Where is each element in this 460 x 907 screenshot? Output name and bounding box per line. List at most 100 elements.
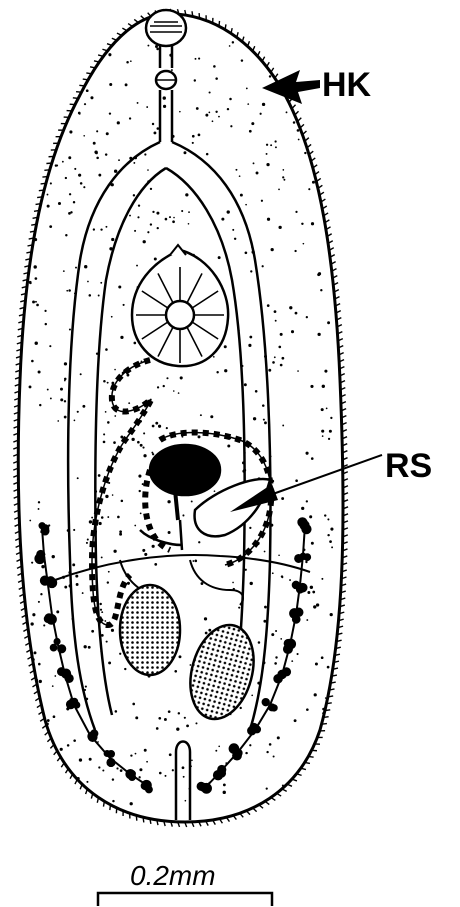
stipple-dot (313, 605, 316, 608)
stipple-dot (64, 378, 67, 381)
stipple-dot (310, 586, 313, 589)
spine (33, 217, 38, 218)
stipple-dot (150, 223, 152, 225)
stipple-dot (73, 201, 75, 203)
stipple-dot (74, 420, 76, 422)
stipple-dot (168, 710, 171, 713)
stipple-dot (321, 656, 324, 659)
stipple-dot (69, 193, 71, 195)
stipple-dot (134, 525, 136, 527)
stipple-dot (130, 60, 132, 62)
stipple-dot (154, 563, 157, 566)
stipple-dot (281, 575, 283, 577)
stipple-dot (98, 474, 101, 477)
stipple-dot (294, 250, 296, 252)
stipple-dot (47, 389, 49, 391)
stipple-dot (77, 777, 80, 780)
excretory-vesicle (176, 742, 190, 821)
stipple-dot (245, 251, 248, 254)
stipple-dot (49, 225, 52, 228)
stipple-dot (208, 629, 211, 632)
stipple-dot (32, 658, 35, 661)
spine (192, 11, 193, 16)
stipple-dot (173, 390, 175, 392)
stipple-dot (152, 545, 155, 548)
stipple-dot (34, 265, 37, 268)
stipple-dot (330, 528, 333, 531)
spine (42, 177, 47, 178)
stipple-dot (38, 663, 41, 666)
stipple-dot (185, 193, 188, 196)
rs-label: RS (385, 447, 432, 485)
stipple-dot (96, 157, 99, 160)
vitelline-follicle (45, 616, 51, 622)
vitelline-follicle (248, 727, 255, 734)
stipple-dot (315, 663, 318, 666)
spine (292, 779, 297, 781)
stipple-dot (330, 417, 332, 419)
stipple-dot (85, 686, 87, 688)
stipple-dot (267, 304, 270, 307)
stipple-dot (190, 664, 192, 666)
stipple-dot (235, 169, 237, 171)
spine (150, 819, 151, 824)
parenchyma-stipple (29, 41, 334, 805)
stipple-dot (101, 611, 103, 613)
stipple-dot (90, 96, 93, 99)
stipple-dot (129, 117, 131, 119)
stipple-dot (322, 435, 324, 437)
stipple-dot (147, 45, 149, 47)
stipple-dot (75, 575, 78, 578)
stipple-dot (311, 222, 314, 225)
stipple-dot (198, 57, 200, 59)
stipple-dot (84, 265, 87, 268)
stipple-dot (73, 529, 75, 531)
stipple-dot (72, 563, 75, 566)
stipple-dot (317, 273, 320, 276)
stipple-dot (99, 603, 101, 605)
stipple-dot (35, 301, 37, 303)
stipple-dot (186, 724, 189, 727)
spine (322, 724, 327, 725)
stipple-dot (249, 744, 251, 746)
stipple-dot (36, 679, 38, 681)
stipple-dot (307, 591, 310, 594)
stipple-dot (184, 717, 186, 719)
stipple-dot (166, 427, 168, 429)
stipple-dot (278, 554, 280, 556)
stipple-dot (274, 662, 277, 665)
stipple-dot (295, 312, 298, 315)
stipple-dot (322, 385, 325, 388)
hk-pointer: HK (262, 66, 372, 104)
stipple-dot (281, 357, 284, 360)
stipple-dot (275, 146, 277, 148)
hk-label: HK (322, 66, 372, 104)
stipple-dot (76, 583, 79, 586)
stipple-dot (329, 430, 332, 433)
spine (107, 44, 112, 46)
stipple-dot (249, 527, 251, 529)
stipple-dot (291, 330, 294, 333)
stipple-dot (87, 281, 89, 283)
stipple-dot (60, 748, 63, 751)
stipple-dot (178, 712, 180, 714)
stipple-dot (277, 736, 280, 739)
stipple-dot (218, 116, 220, 118)
stipple-dot (283, 179, 285, 181)
spine (265, 801, 269, 804)
stipple-dot (274, 356, 276, 358)
stipple-dot (294, 719, 297, 722)
stipple-dot (32, 301, 35, 304)
stipple-dot (36, 304, 39, 307)
stipple-dot (146, 761, 148, 763)
stipple-dot (86, 542, 88, 544)
stipple-dot (282, 785, 284, 787)
stipple-dot (274, 140, 276, 142)
stipple-dot (64, 416, 67, 419)
stipple-dot (185, 800, 187, 802)
scale-bar-line (98, 893, 272, 906)
stipple-dot (192, 135, 195, 138)
stipple-dot (103, 380, 106, 383)
stipple-dot (311, 457, 314, 460)
stipple-dot (215, 750, 217, 752)
